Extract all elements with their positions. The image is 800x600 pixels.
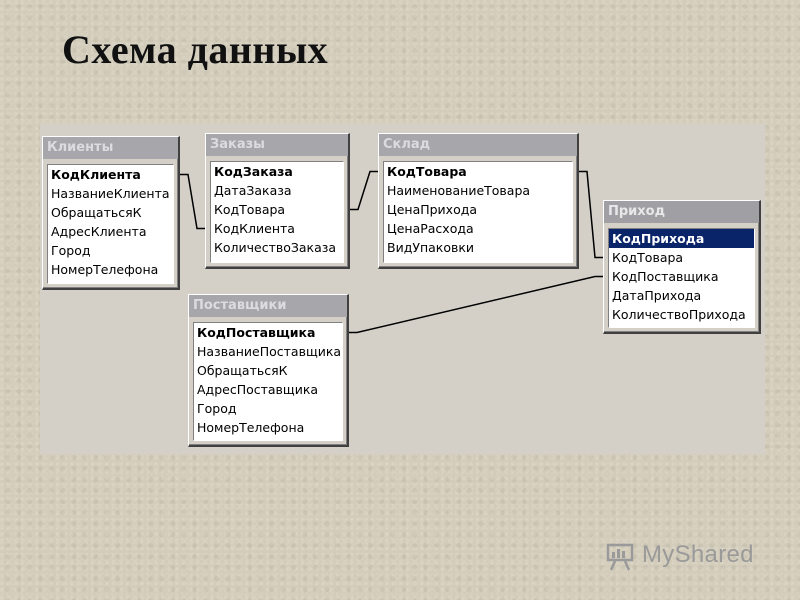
table-title[interactable]: Поставщики [189,295,347,317]
field-item[interactable]: КодКлиента [214,221,295,236]
field-item[interactable]: АдресПоставщика [197,382,319,397]
field-item[interactable]: КодТовара [214,202,286,217]
field-item[interactable]: ЦенаРасхода [387,221,474,236]
field-item[interactable]: КодПоставщика [612,269,719,284]
field-item[interactable]: НомерТелефона [197,420,305,435]
field-item[interactable]: КоличествоПрихода [612,307,746,322]
field-item[interactable]: НазваниеКлиента [51,186,170,201]
table-orders[interactable]: Заказы КодЗаказа ДатаЗаказа КодТовара Ко… [205,133,350,269]
field-item[interactable]: КодКлиента [51,167,141,182]
slide-title: Схема данных [62,27,329,72]
field-item[interactable]: НомерТелефона [51,262,159,277]
field-item[interactable]: ДатаЗаказа [214,183,292,198]
table-title[interactable]: Приход [604,201,759,223]
field-item[interactable]: КоличествоЗаказа [214,240,337,255]
field-item[interactable]: Город [51,243,91,258]
field-item[interactable]: КодТовара [612,250,684,265]
field-item[interactable]: ЦенаПрихода [387,202,478,217]
field-list[interactable]: КодЗаказа ДатаЗаказа КодТовара КодКлиент… [210,161,344,263]
field-list[interactable]: КодПоставщика НазваниеПоставщика Обращат… [193,322,343,441]
field-list[interactable]: КодПрихода КодТовара КодПоставщика ДатаП… [608,228,755,328]
field-item[interactable]: Город [197,401,237,416]
watermark-text: MyShared [642,541,754,568]
watermark-logo: MyShared [606,538,754,572]
field-item[interactable]: ОбращатьсяК [197,363,288,378]
field-item[interactable]: АдресКлиента [51,224,147,239]
field-item[interactable]: НаименованиеТовара [387,183,531,198]
field-item[interactable]: КодПоставщика [197,325,316,340]
table-clients[interactable]: Клиенты КодКлиента НазваниеКлиента Обращ… [42,136,180,290]
table-title[interactable]: Склад [379,134,577,156]
field-item[interactable]: НазваниеПоставщика [197,344,342,359]
field-item[interactable]: ДатаПрихода [612,288,702,303]
field-item[interactable]: ВидУпаковки [387,240,475,255]
table-title[interactable]: Клиенты [43,137,178,159]
table-title[interactable]: Заказы [206,134,348,156]
presentation-board-icon [606,542,636,571]
field-item[interactable]: КодЗаказа [214,164,293,179]
field-item-selected[interactable]: КодПрихода [609,229,754,248]
field-item[interactable]: ОбращатьсяК [51,205,142,220]
table-suppliers[interactable]: Поставщики КодПоставщика НазваниеПоставщ… [188,294,349,447]
table-warehouse[interactable]: Склад КодТовара НаименованиеТовара ЦенаП… [378,133,579,269]
field-list[interactable]: КодТовара НаименованиеТовара ЦенаПрихода… [383,161,573,263]
field-item[interactable]: КодТовара [387,164,467,179]
table-arrival[interactable]: Приход КодПрихода КодТовара КодПоставщик… [603,200,761,334]
field-list[interactable]: КодКлиента НазваниеКлиента ОбращатьсяК А… [47,164,174,284]
